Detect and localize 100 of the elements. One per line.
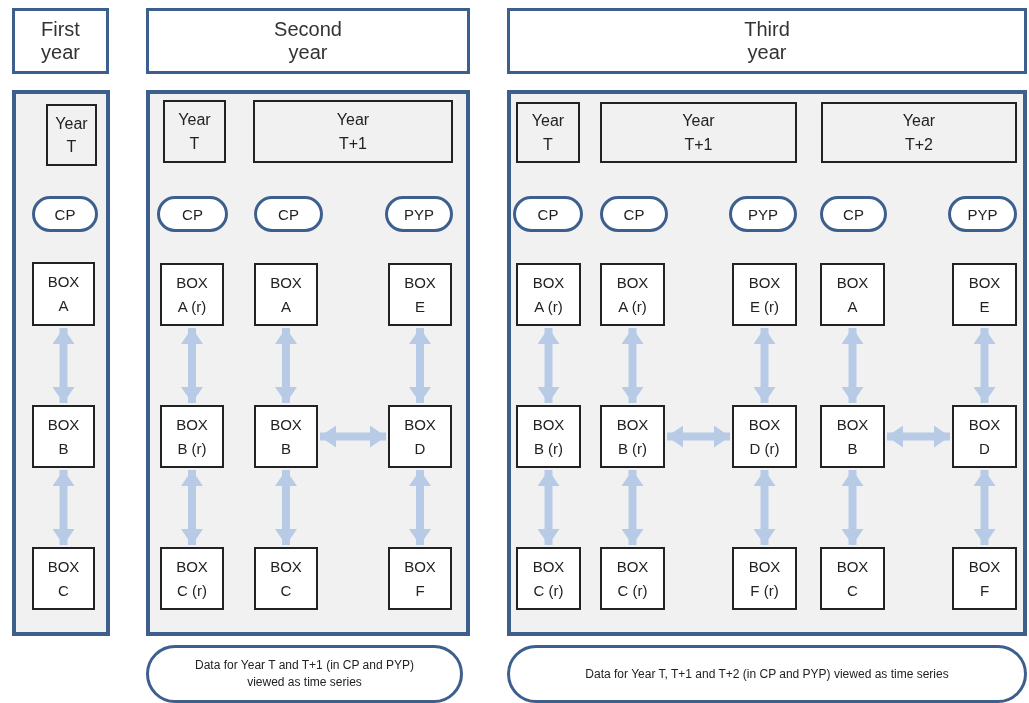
year-panel — [12, 90, 110, 636]
year-period-box — [821, 102, 1017, 163]
box-label: BOX B — [46, 414, 81, 459]
year-panel — [146, 90, 470, 636]
data-box — [160, 547, 224, 610]
data-box — [820, 263, 885, 326]
double-arrow — [275, 328, 297, 403]
data-box — [388, 547, 452, 610]
year-header-box — [146, 8, 470, 74]
double-arrow — [537, 470, 560, 545]
box-label: BOX C — [46, 556, 81, 601]
data-box — [952, 263, 1017, 326]
oval-label: CP — [623, 205, 645, 223]
double-arrow — [409, 328, 431, 403]
data-box — [600, 547, 665, 610]
box-label: BOX E (r) — [747, 272, 782, 317]
oval-label: PYP — [748, 205, 778, 223]
double-arrow — [181, 470, 203, 545]
double-arrow — [973, 470, 996, 545]
double-arrow — [841, 470, 864, 545]
data-box — [516, 405, 581, 468]
data-box — [732, 405, 797, 468]
period-label: Year T — [531, 111, 565, 155]
double-arrow — [753, 470, 776, 545]
data-box — [160, 405, 224, 468]
data-box — [820, 405, 885, 468]
period-label: Year T+2 — [902, 111, 936, 155]
box-label: BOX D (r) — [747, 414, 782, 459]
double-arrow — [181, 328, 203, 403]
data-box — [516, 547, 581, 610]
box-label: BOX A — [835, 272, 870, 317]
box-label: BOX E — [967, 272, 1002, 317]
data-box — [732, 263, 797, 326]
box-label: BOX C — [835, 556, 870, 601]
double-arrow — [621, 328, 644, 403]
year-period-box — [163, 100, 226, 163]
year-header-box — [12, 8, 109, 74]
box-label: BOX D — [967, 414, 1002, 459]
oval-label: PYP — [967, 205, 998, 223]
oval-label: CP — [843, 205, 864, 223]
box-label: BOX C — [269, 556, 303, 601]
oval-label: CP — [182, 205, 203, 223]
box-label: BOX A (r) — [531, 272, 566, 317]
data-box — [254, 405, 318, 468]
data-box — [732, 547, 797, 610]
data-box — [254, 547, 318, 610]
double-arrow — [52, 328, 75, 403]
box-label: BOX C (r) — [615, 556, 650, 601]
data-box — [388, 405, 452, 468]
box-label: BOX D — [403, 414, 437, 459]
double-arrow — [621, 470, 644, 545]
data-box — [160, 263, 224, 326]
box-label: BOX A — [269, 272, 303, 317]
box-label: BOX A (r) — [175, 272, 209, 317]
box-label: BOX C (r) — [175, 556, 209, 601]
double-arrow — [275, 470, 297, 545]
box-label: BOX E — [403, 272, 437, 317]
period-label: Year T+1 — [336, 110, 370, 154]
caption-text: Data for Year T, T+1 and T+2 (in CP and PYP) viewed as time series — [585, 665, 949, 683]
year-period-box — [253, 100, 453, 163]
data-box — [516, 263, 581, 326]
data-box — [952, 405, 1017, 468]
oval-label: CP — [537, 205, 559, 223]
data-box — [820, 547, 885, 610]
year-period-box — [516, 102, 580, 163]
box-label: BOX F — [967, 556, 1002, 601]
box-label: BOX F (r) — [747, 556, 782, 601]
oval-label: PYP — [404, 205, 434, 223]
period-label: Year T — [55, 113, 88, 157]
box-label: BOX C (r) — [531, 556, 566, 601]
double-arrow — [52, 470, 75, 545]
box-label: BOX B — [835, 414, 870, 459]
data-box — [600, 263, 665, 326]
box-label: BOX A (r) — [615, 272, 650, 317]
year-panel — [507, 90, 1027, 636]
oval-label: CP — [278, 205, 299, 223]
data-box — [32, 262, 95, 326]
period-label: Year T — [178, 110, 211, 154]
double-arrow — [667, 425, 730, 448]
data-box — [600, 405, 665, 468]
box-label: BOX A — [46, 272, 81, 316]
data-box — [952, 547, 1017, 610]
double-arrow — [537, 328, 560, 403]
data-box — [254, 263, 318, 326]
box-label: BOX B (r) — [175, 414, 209, 459]
double-arrow — [841, 328, 864, 403]
header-label: First year — [41, 18, 80, 64]
box-label: BOX B (r) — [531, 414, 566, 459]
year-header-box — [507, 8, 1027, 74]
header-label: Third year — [744, 18, 790, 64]
box-label: BOX B (r) — [615, 414, 650, 459]
oval-label: CP — [54, 205, 76, 223]
data-box — [32, 547, 95, 610]
double-arrow — [320, 425, 386, 448]
data-box — [32, 405, 95, 468]
double-arrow — [973, 328, 996, 403]
caption-text: Data for Year T and T+1 (in CP and PYP) viewed as time series — [194, 657, 415, 691]
box-label: BOX F — [403, 556, 437, 601]
double-arrow — [409, 470, 431, 545]
data-box — [388, 263, 452, 326]
